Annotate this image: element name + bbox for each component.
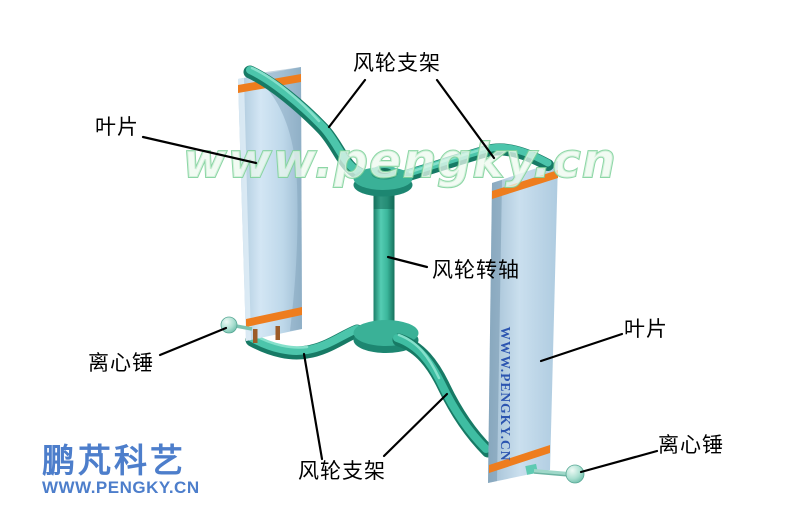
blade-print-text: WWW.PENGKY.CN [498, 326, 513, 461]
blade-left-stripe-bottom [246, 307, 302, 327]
hub-top [353, 165, 413, 197]
label-support-bottom: 风轮支架 [298, 460, 386, 483]
blade-right-stripe-top [492, 170, 558, 199]
pointer-lines [141, 78, 659, 474]
watermark-text: www.pengky.cn [183, 134, 617, 189]
label-blade-right: 叶片 [624, 318, 668, 341]
pointer-shaft [386, 255, 429, 269]
blade-left-pins [253, 326, 280, 343]
blade-right-stripe-bottom [489, 445, 550, 473]
pointer-support-bottom-left [302, 352, 324, 461]
blade-right: WWW.PENGKY.CN [488, 161, 558, 483]
label-weight-left: 离心锤 [88, 352, 154, 375]
pointer-support-bottom-right [382, 392, 449, 458]
label-shaft: 风轮转轴 [432, 259, 520, 282]
label-blade-left: 叶片 [95, 116, 139, 139]
support-arm-lower-right [392, 333, 495, 458]
label-weight-right: 离心锤 [658, 434, 724, 457]
brand-company-name: 鹏芃科艺 [42, 442, 186, 479]
pointer-support-top-right [435, 78, 496, 160]
pointer-support-top-left [327, 78, 367, 129]
brand-block: 鹏芃科艺 WWW.PENGKY.CN [42, 442, 200, 497]
weight-sphere-right [565, 464, 585, 484]
brand-website: WWW.PENGKY.CN [42, 477, 200, 497]
label-support-top: 风轮支架 [353, 52, 441, 75]
centrifugal-weight-right [525, 463, 585, 484]
pointer-weight-left [158, 326, 228, 357]
pointer-blade-left [141, 135, 258, 165]
pointer-blade-right [539, 332, 624, 363]
weight-sphere-left [220, 316, 238, 334]
shaft-top-hole [377, 168, 392, 174]
pointer-weight-right [579, 449, 659, 474]
